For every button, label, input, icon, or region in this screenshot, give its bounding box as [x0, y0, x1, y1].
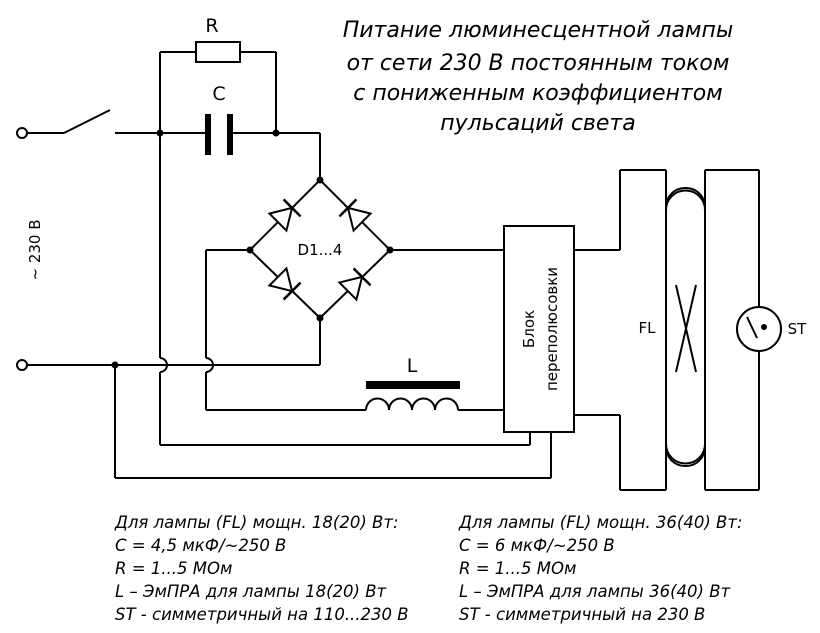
voltage-label: ~ 230 В: [26, 219, 44, 280]
starter-label: ST: [788, 320, 808, 338]
note-left-line: R = 1...5 МОм: [115, 559, 233, 578]
rc-network: R C: [156, 15, 321, 180]
note-left-line: ST - симметричный на 110...230 В: [115, 605, 409, 624]
diagram-title: Питание люминесцентной лампы от сети 230…: [343, 18, 734, 136]
starter-circle: [736, 306, 782, 352]
bridge-wiring: [111, 133, 552, 479]
resistor-label: R: [205, 15, 218, 37]
terminal-bottom: [16, 359, 28, 371]
polarity-block-box: [503, 225, 575, 433]
title-line-3: с пониженным коэффициентом: [353, 81, 723, 106]
diode-d1: [267, 198, 302, 233]
note-left-line: L – ЭмПРА для лампы 18(20) Вт: [115, 582, 387, 601]
bridge-node-top: [316, 176, 324, 184]
starter-st: ST: [736, 306, 808, 352]
notes-right: Для лампы (FL) мощн. 36(40) Вт: C = 6 мк…: [459, 511, 743, 626]
note-right-line: L – ЭмПРА для лампы 36(40) Вт: [459, 582, 731, 601]
inductor-core: [366, 381, 460, 389]
bridge-label: D1...4: [298, 241, 343, 259]
diode-bridge: D1...4: [246, 176, 394, 322]
mains-input: ~ 230 В: [16, 109, 320, 371]
note-left-line: Для лампы (FL) мощн. 18(20) Вт:: [115, 513, 399, 532]
capacitor-label: C: [212, 83, 225, 105]
lamp-label: FL: [639, 319, 657, 337]
note-left-line: C = 4,5 мкФ/~250 В: [115, 536, 287, 555]
terminal-top: [16, 127, 28, 139]
fluorescent-lamp: FL: [639, 187, 706, 467]
polarity-block-label-1: Блок: [520, 310, 538, 348]
diode-d3: [267, 266, 302, 301]
diode-d4: [337, 267, 372, 302]
polarity-block: Блок переполюсовки: [503, 225, 575, 433]
note-right-line: R = 1...5 МОм: [459, 559, 577, 578]
inductor-label: L: [407, 355, 418, 377]
note-right-line: Для лампы (FL) мощн. 36(40) Вт:: [459, 513, 743, 532]
notes-left: Для лампы (FL) мощн. 18(20) Вт: C = 4,5 …: [115, 511, 409, 626]
title-line-4: пульсаций света: [440, 111, 635, 136]
inductor-l: L: [365, 355, 504, 411]
junction-dot: [272, 129, 280, 137]
polarity-block-label-2: переполюсовки: [543, 267, 561, 391]
title-line-2: от сети 230 В постоянным током: [347, 51, 730, 76]
lamp-arc-line: [675, 284, 697, 373]
note-right-line: C = 6 мкФ/~250 В: [459, 536, 615, 555]
title-line-1: Питание люминесцентной лампы: [343, 18, 734, 43]
note-right-line: ST - симметричный на 230 В: [459, 605, 706, 624]
resistor-r: [195, 41, 241, 63]
diode-d2: [338, 198, 373, 233]
switch-blade: [63, 109, 111, 134]
